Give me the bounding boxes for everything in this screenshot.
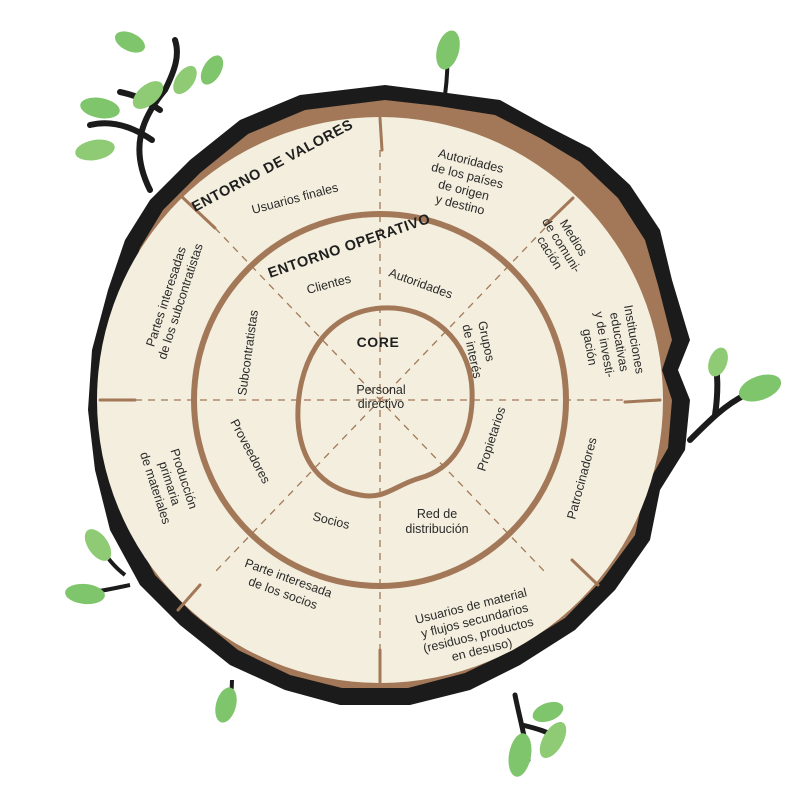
leaf-icon — [532, 701, 564, 723]
leaf-icon — [115, 31, 145, 53]
leaf-icon — [215, 687, 237, 723]
leaf-icon — [708, 347, 728, 377]
branch-right — [687, 347, 782, 443]
branch-bottom-left — [215, 679, 237, 723]
leaf-icon — [436, 30, 460, 70]
label-line: directivo — [358, 397, 405, 411]
outer-ring-separators — [98, 116, 662, 685]
leaf-icon — [80, 97, 120, 119]
label-line: distribución — [405, 522, 468, 536]
branch-top — [436, 30, 460, 96]
leaf-icon — [84, 529, 112, 561]
leaf-icon — [173, 65, 197, 95]
valores-autoridades-paises: Autoridadesde los paísesde origeny desti… — [423, 145, 509, 220]
branch-bottom — [508, 692, 567, 777]
leaf-icon — [539, 721, 567, 759]
dashed-dividers — [135, 150, 625, 650]
label-line: Personal — [356, 383, 405, 397]
leaf-icon — [200, 55, 224, 85]
branch-top-left — [75, 31, 224, 193]
leaf-icon — [75, 139, 115, 161]
core-ring-boundary — [295, 305, 475, 499]
leaf-icon — [132, 81, 164, 109]
label-line: gación — [580, 328, 600, 367]
leaf-icon — [508, 733, 532, 777]
leaf-icon — [65, 583, 105, 605]
core-title: CORE — [357, 334, 400, 350]
label-line: Red de — [417, 507, 457, 521]
leaf-icon — [738, 374, 782, 402]
branch-left — [65, 529, 131, 605]
